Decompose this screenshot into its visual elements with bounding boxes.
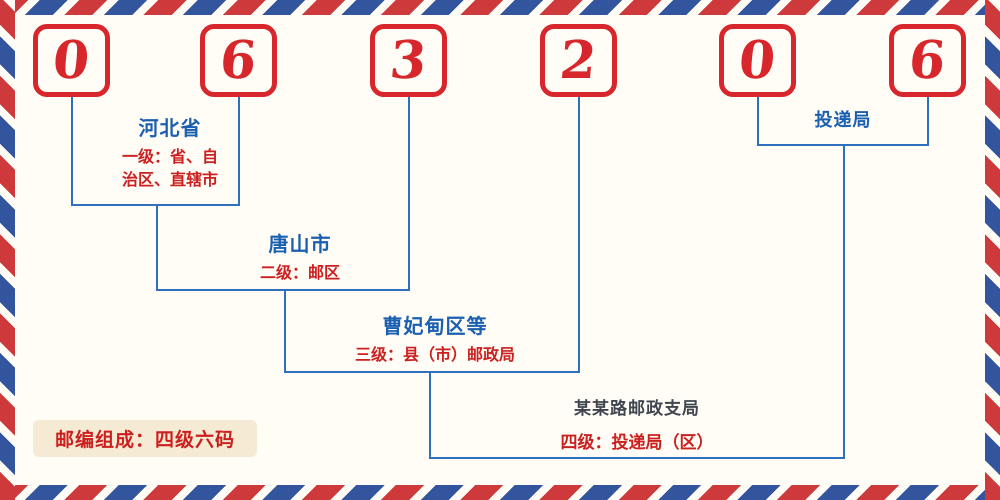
connector-line-step2 bbox=[284, 289, 286, 373]
level4-branch-name: 某某路邮政支局 bbox=[574, 399, 700, 418]
level3-label: 曹妃甸区等 三级：县（市）邮政局 bbox=[325, 310, 545, 367]
connector-line-level4 bbox=[429, 457, 845, 459]
postcode-digit-5: 0 bbox=[736, 30, 779, 91]
postcode-composition-badge: 邮编组成：四级六码 bbox=[33, 420, 257, 457]
level3-region-name: 曹妃甸区等 bbox=[382, 316, 488, 338]
delivery-office-name: 投递局 bbox=[814, 110, 872, 130]
connector-line-delivery-bracket bbox=[757, 144, 929, 146]
level1-region-name: 河北省 bbox=[138, 118, 202, 140]
connector-line-digit3 bbox=[408, 97, 410, 291]
postcode-digit-box-4: 2 bbox=[540, 24, 617, 97]
airmail-border-bottom bbox=[0, 485, 1000, 500]
connector-line-digit2 bbox=[238, 97, 240, 206]
level3-description: 三级：县（市）邮政局 bbox=[354, 347, 515, 364]
postcode-digit-box-6: 6 bbox=[889, 24, 966, 97]
connector-line-level2 bbox=[156, 289, 410, 291]
connector-line-step1 bbox=[156, 204, 158, 291]
postcode-digit-box-5: 0 bbox=[719, 24, 796, 97]
postcode-digit-2: 6 bbox=[217, 30, 260, 91]
level4-label: 某某路邮政支局 四级：投递局（区） bbox=[512, 394, 762, 454]
level1-description-line1: 一级：省、自 bbox=[121, 149, 218, 166]
postcode-composition-text: 邮编组成：四级六码 bbox=[54, 430, 235, 451]
connector-line-digit1 bbox=[71, 97, 73, 206]
postcode-digit-6: 6 bbox=[906, 30, 949, 91]
connector-line-level3 bbox=[284, 371, 580, 373]
postcode-digit-box-1: 0 bbox=[33, 24, 110, 97]
postcode-digit-box-2: 6 bbox=[200, 24, 277, 97]
airmail-border-left bbox=[0, 0, 15, 500]
level2-label: 唐山市 二级：邮区 bbox=[205, 228, 395, 285]
connector-line-delivery-drop bbox=[843, 144, 845, 459]
airmail-border-right bbox=[985, 0, 1000, 500]
connector-line-digit4 bbox=[578, 97, 580, 373]
level1-description-line2: 治区、直辖市 bbox=[121, 172, 218, 189]
postcode-digit-box-3: 3 bbox=[370, 24, 447, 97]
postcode-digit-4: 2 bbox=[557, 30, 600, 91]
level1-label: 河北省 一级：省、自 治区、直辖市 bbox=[75, 112, 265, 192]
delivery-office-label: 投递局 bbox=[788, 106, 898, 132]
connector-line-digit5 bbox=[757, 97, 759, 146]
airmail-border-top bbox=[0, 0, 1000, 15]
level2-region-name: 唐山市 bbox=[268, 234, 332, 256]
level4-description: 四级：投递局（区） bbox=[560, 433, 714, 452]
connector-line-level1 bbox=[71, 204, 240, 206]
postcode-digit-1: 0 bbox=[50, 30, 93, 91]
connector-line-digit6 bbox=[927, 97, 929, 146]
level1-description: 一级：省、自 治区、直辖市 bbox=[75, 146, 265, 192]
postcode-digit-3: 3 bbox=[387, 30, 430, 91]
connector-line-step3 bbox=[429, 371, 431, 459]
level2-description: 二级：邮区 bbox=[259, 265, 340, 282]
